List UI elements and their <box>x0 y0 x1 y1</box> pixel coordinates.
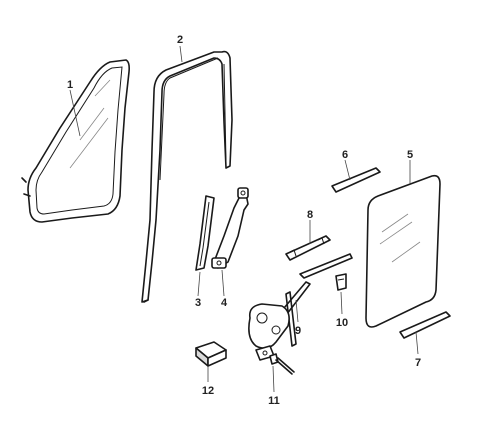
part-5-door-glass[interactable] <box>365 174 441 328</box>
part-2-glass-run-channel[interactable] <box>141 50 233 303</box>
label-part-6: 6 <box>342 149 348 161</box>
label-part-11: 11 <box>268 395 280 407</box>
part-12-switch-block[interactable] <box>195 341 227 367</box>
part-labels: 1 2 3 4 5 6 7 8 9 10 11 12 <box>67 34 421 407</box>
part-10-clip[interactable] <box>335 273 347 291</box>
label-part-3: 3 <box>195 297 201 309</box>
part-7-inner-belt-strip[interactable] <box>399 311 451 339</box>
label-part-7: 7 <box>415 357 421 369</box>
part-6-outer-belt-strip[interactable] <box>331 167 381 193</box>
label-part-2: 2 <box>177 34 183 46</box>
label-part-9: 9 <box>295 325 301 337</box>
leader-lines <box>69 45 419 393</box>
part-1-vent-window[interactable] <box>21 59 130 223</box>
part-4-front-channel[interactable] <box>211 187 249 269</box>
label-part-1: 1 <box>67 79 73 91</box>
part-9-window-regulator[interactable] <box>248 253 353 361</box>
label-part-5: 5 <box>407 149 413 161</box>
label-part-10: 10 <box>336 317 348 329</box>
part-8-glass-bracket[interactable] <box>285 235 331 261</box>
label-part-8: 8 <box>307 209 313 221</box>
label-part-12: 12 <box>202 385 214 397</box>
part-11-rivet[interactable] <box>269 353 295 375</box>
label-part-4: 4 <box>221 297 228 309</box>
part-3-rear-channel[interactable] <box>195 195 215 271</box>
